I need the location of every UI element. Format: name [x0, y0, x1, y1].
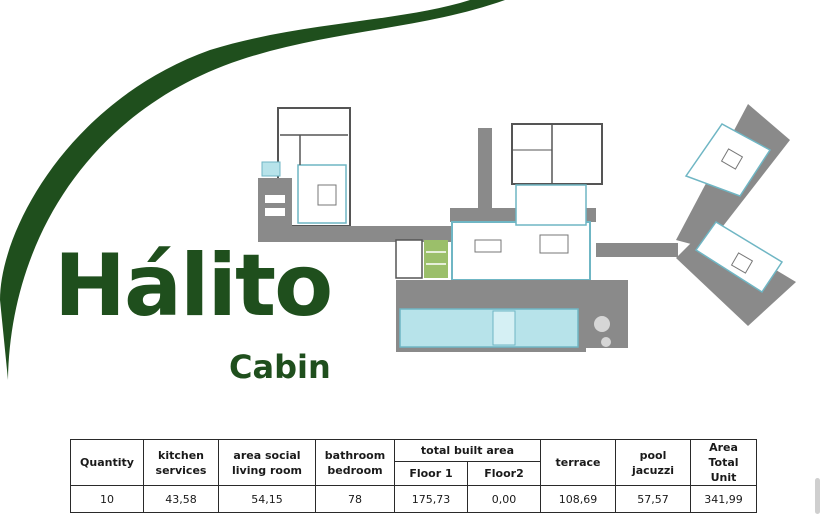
center-corridor — [478, 128, 492, 228]
table-row: 10 43,58 54,15 78 175,73 0,00 108,69 57,… — [70, 485, 757, 513]
terrace-pool — [396, 280, 628, 352]
col-total-built: total built area — [394, 439, 541, 462]
page-title: Hálito — [54, 236, 333, 336]
page-subtitle: Cabin — [229, 348, 331, 386]
col-floor2: Floor2 — [467, 460, 541, 487]
cell-bath: 78 — [315, 485, 395, 513]
right-corridor — [596, 243, 678, 257]
cell-kitchen: 43,58 — [143, 485, 219, 513]
living-block — [395, 184, 596, 281]
cell-floor2: 0,00 — [467, 485, 541, 513]
left-corridor — [258, 226, 458, 242]
col-quantity: Quantity — [70, 439, 144, 486]
col-terrace: terrace — [540, 439, 616, 486]
scrollbar-thumb[interactable] — [815, 478, 820, 514]
cell-floor1: 175,73 — [394, 485, 468, 513]
table-subheader-row: Floor 1 Floor2 — [71, 460, 757, 487]
cell-terrace: 108,69 — [540, 485, 616, 513]
cell-quantity: 10 — [70, 485, 144, 513]
col-floor1: Floor 1 — [394, 460, 468, 487]
right-bedroom-wings — [676, 104, 796, 326]
service-block — [511, 123, 603, 185]
cell-social: 54,15 — [218, 485, 316, 513]
left-bedroom-block — [258, 107, 351, 238]
cell-area-total: 341,99 — [690, 485, 757, 513]
cell-pool: 57,57 — [615, 485, 691, 513]
